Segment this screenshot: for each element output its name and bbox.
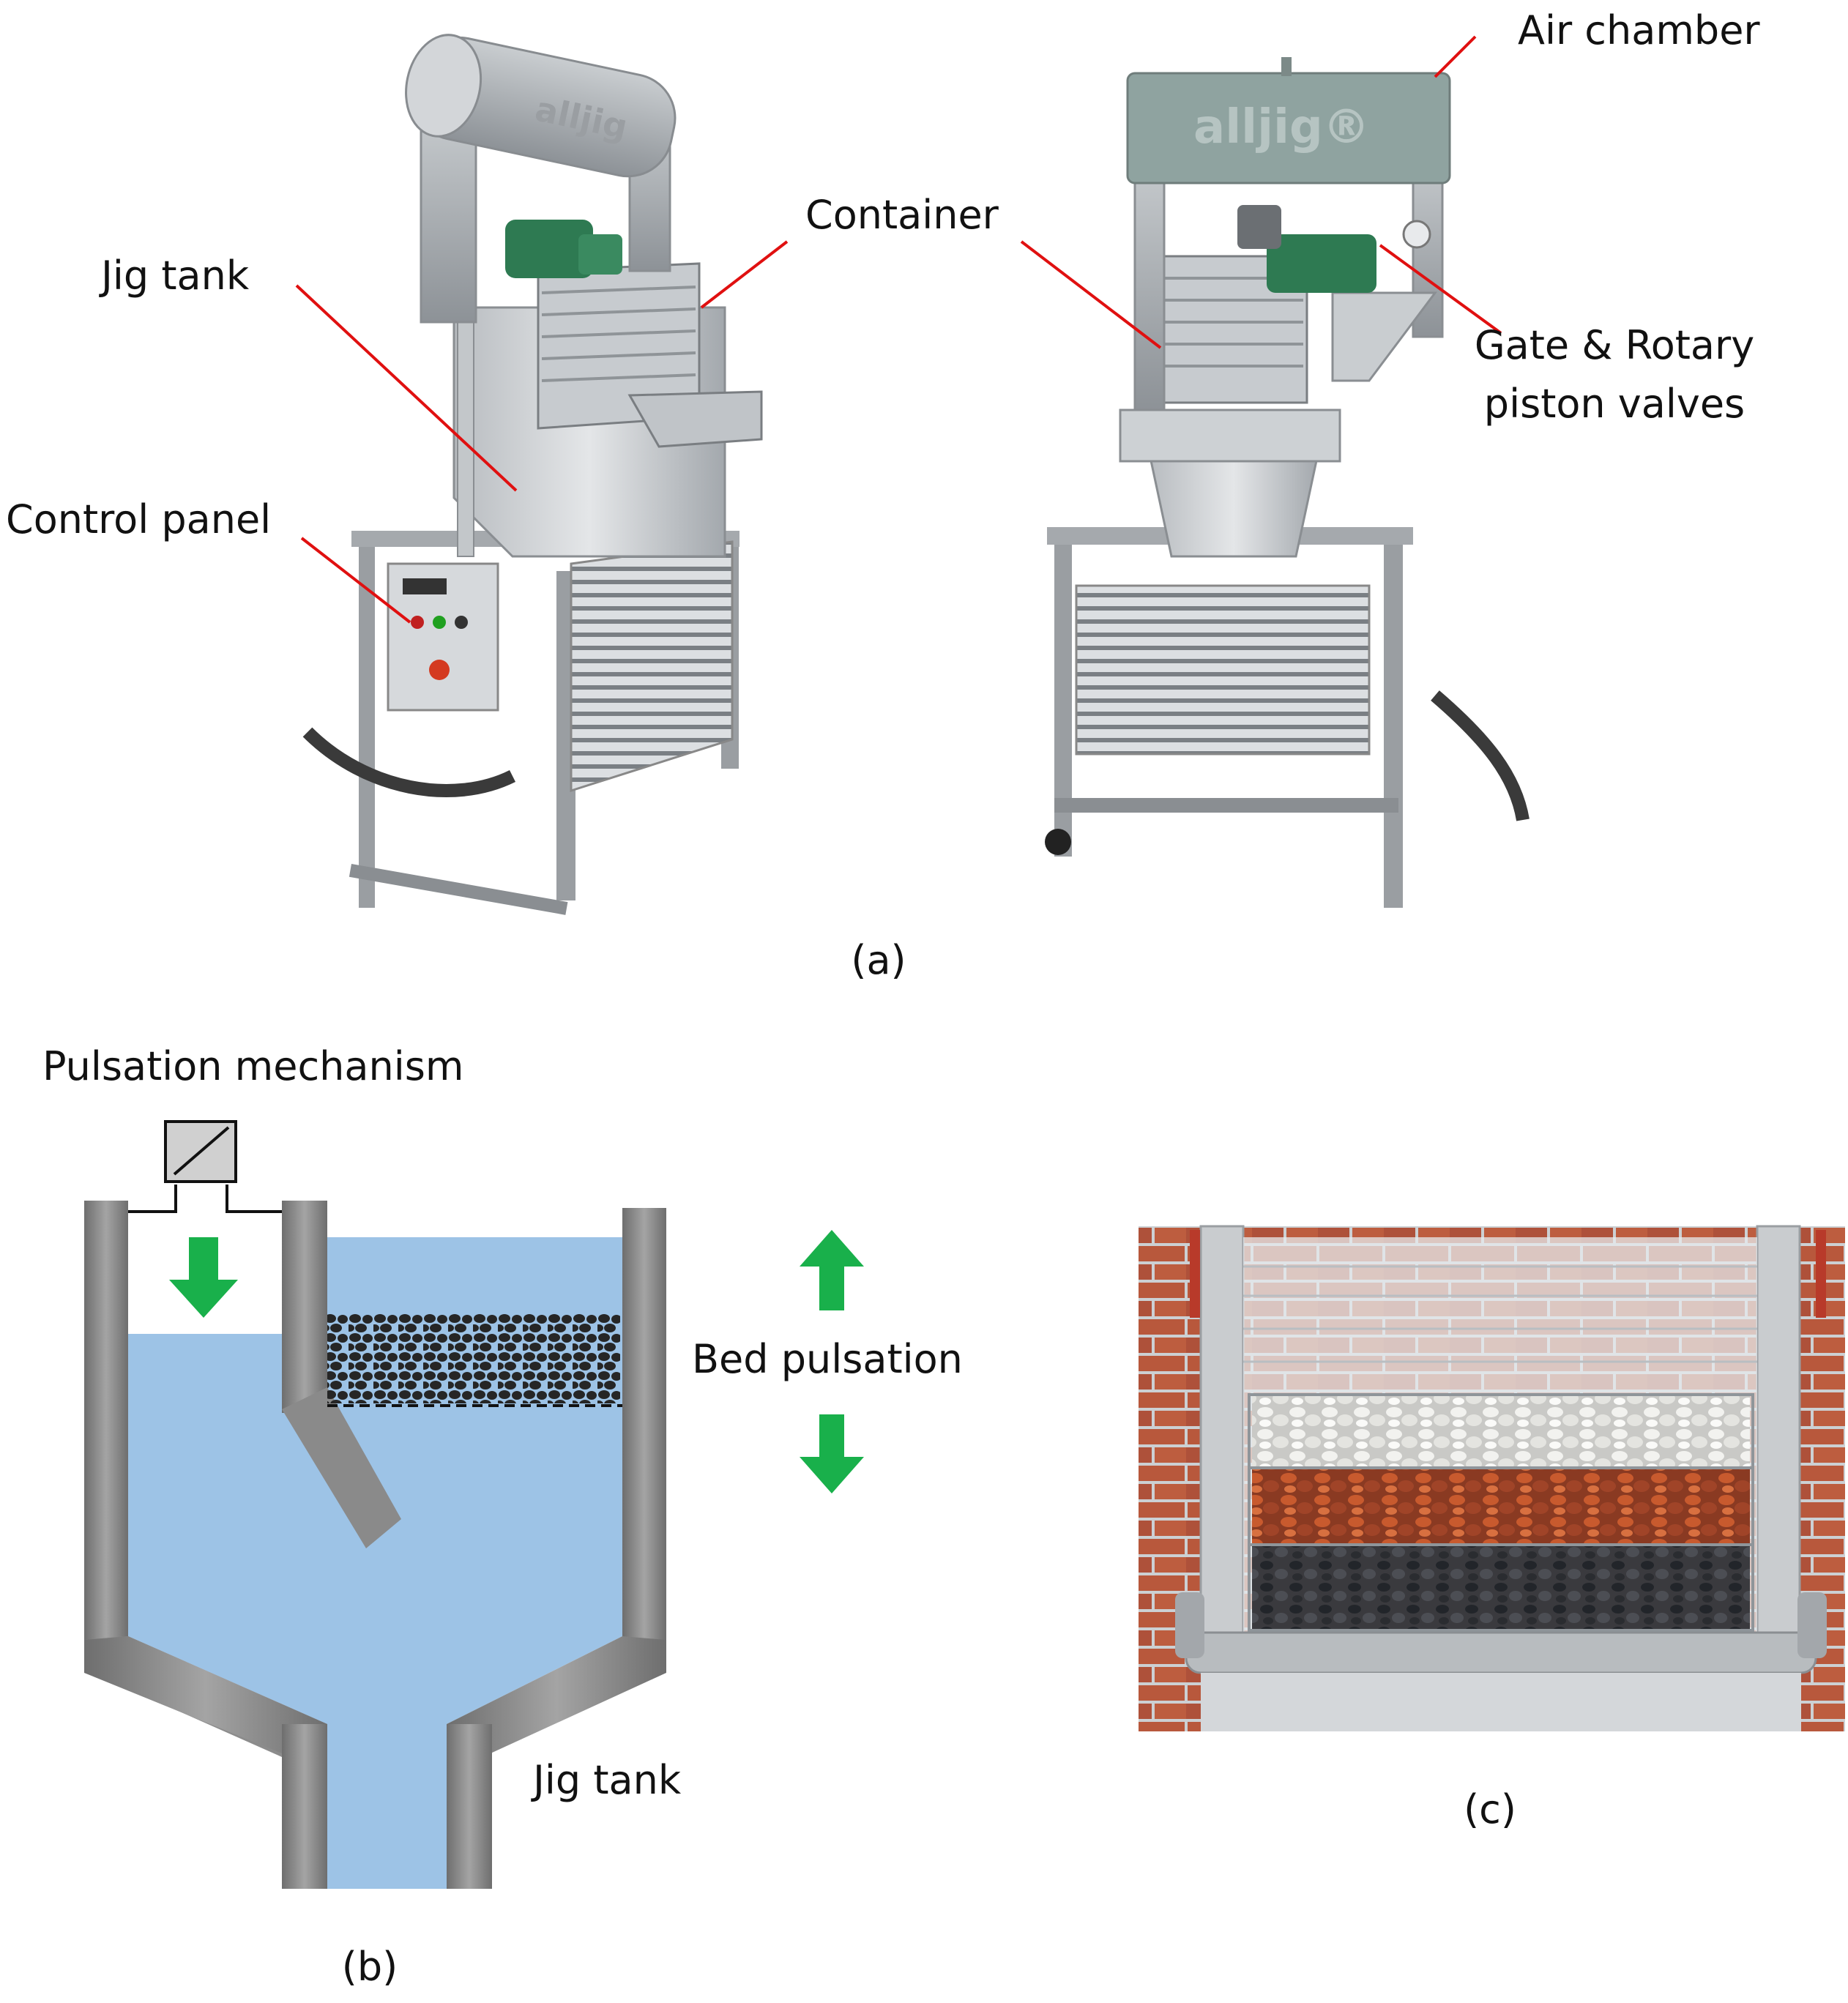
label-valves-line2: piston valves: [1483, 381, 1745, 427]
label-control-panel: Control panel: [6, 496, 272, 542]
spigot-wall-right: [447, 1724, 492, 1889]
baffle-deflector: [282, 1387, 401, 1548]
jig-diagram: [84, 1120, 666, 1889]
container-layers-photo: [1139, 1225, 1845, 1731]
caption-a: (a): [851, 937, 906, 983]
bed-pulsation-arrow-down-icon: [800, 1414, 864, 1493]
layer-red-bricks: [1252, 1468, 1750, 1545]
leader-jig-tank: [295, 284, 518, 492]
caption-c: (c): [1464, 1786, 1516, 1832]
spigot-wall-left: [282, 1724, 327, 1889]
machine-right-brand: alljig®: [1193, 100, 1370, 154]
leader-control-panel: [300, 537, 411, 624]
machine-left-photo: alljig: [302, 34, 763, 915]
leader-valves: [1379, 244, 1502, 335]
layer-dark-coal: [1252, 1545, 1750, 1629]
leader-lines: [295, 35, 1502, 624]
leader-air-chamber: [1434, 35, 1477, 78]
air-arrow-down-icon: [169, 1237, 238, 1318]
particle-bed: [327, 1314, 620, 1403]
label-container: Container: [805, 192, 999, 238]
tank-wall-left: [84, 1201, 128, 1640]
label-jig-tank-a: Jig tank: [101, 253, 250, 299]
label-pulsation-mechanism: Pulsation mechanism: [42, 1043, 464, 1089]
caption-b: (b): [341, 1944, 398, 1990]
bed-pulsation-arrow-up-icon: [800, 1230, 864, 1310]
machine-right-photo: alljig®: [1045, 57, 1530, 908]
leader-container-right: [1020, 240, 1162, 349]
gate-rotary-valves: [1267, 234, 1376, 293]
pulsation-valve-icon: [164, 1120, 237, 1183]
layer-white-stones: [1252, 1395, 1750, 1468]
label-bed-pulsation: Bed pulsation: [692, 1336, 963, 1382]
label-valves-line1: Gate & Rotary: [1474, 322, 1755, 368]
baffle-wall: [282, 1201, 327, 1413]
label-air-chamber: Air chamber: [1518, 7, 1760, 53]
label-jig-tank-b: Jig tank: [533, 1757, 682, 1803]
tank-wall-right: [622, 1208, 666, 1640]
leader-container-left: [700, 240, 789, 309]
